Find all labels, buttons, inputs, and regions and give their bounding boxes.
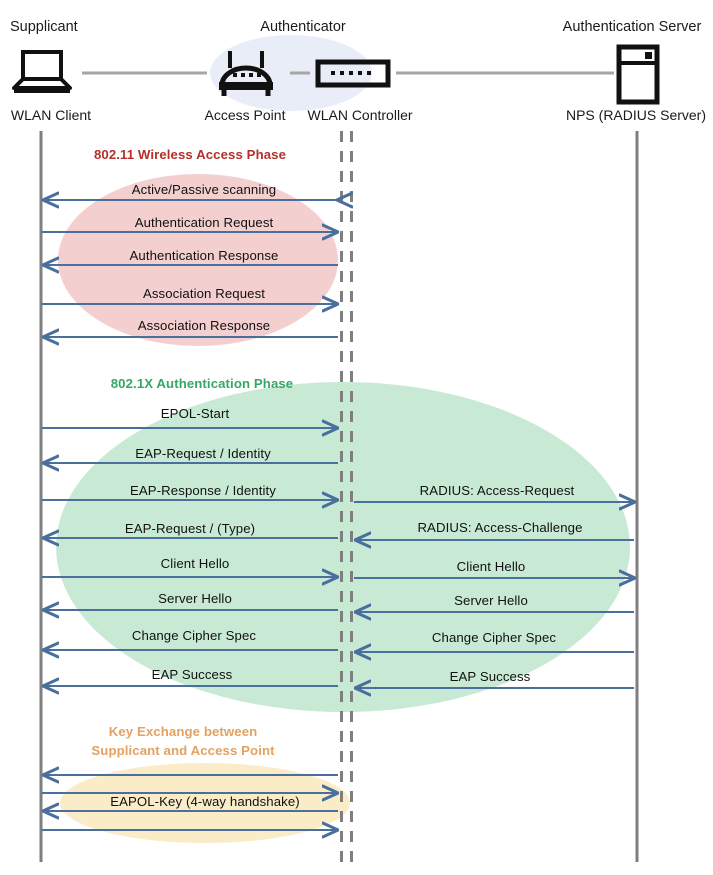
message-label-eap-success-left: EAP Success bbox=[151, 667, 233, 682]
actor-role-auth-server: Authentication Server bbox=[562, 19, 702, 35]
message-label-server-hello-left: Server Hello bbox=[158, 591, 232, 606]
actor-device-wlan-client: WLAN Client bbox=[10, 107, 92, 123]
server-rack-icon bbox=[616, 44, 660, 105]
message-label-radius-access-challenge: RADIUS: Access-Challenge bbox=[417, 520, 583, 535]
phase-80211-ellipse bbox=[58, 174, 338, 346]
phase-label-8021x: 802.1X Authentication Phase bbox=[110, 376, 294, 391]
phase-label-key-exchange: Key Exchange between Supplicant and Acce… bbox=[91, 722, 274, 760]
message-label-change-cipher-spec-left: Change Cipher Spec bbox=[131, 628, 257, 643]
message-label-change-cipher-spec-right: Change Cipher Spec bbox=[431, 630, 557, 645]
phase-label-key-exchange-line1: Key Exchange between bbox=[108, 724, 258, 739]
message-label-active-passive-scanning: Active/Passive scanning bbox=[131, 182, 277, 197]
message-label-server-hello-right: Server Hello bbox=[454, 593, 528, 608]
phase-label-key-exchange-line2: Supplicant and Access Point bbox=[91, 743, 275, 758]
actor-role-authenticator: Authenticator bbox=[260, 19, 346, 35]
message-label-eapol-start: EPOL-Start bbox=[160, 406, 230, 421]
message-label-eap-response-identity: EAP-Response / Identity bbox=[130, 483, 276, 498]
phase-label-80211: 802.11 Wireless Access Phase bbox=[93, 147, 287, 162]
message-label-eapol-key: EAPOL-Key (4-way handshake) bbox=[110, 794, 300, 809]
message-label-client-hello-right: Client Hello bbox=[456, 559, 526, 574]
laptop-icon bbox=[12, 50, 72, 93]
actor-device-wlan-controller: WLAN Controller bbox=[307, 107, 413, 123]
network-switch-icon bbox=[315, 59, 391, 88]
wireless-router-icon bbox=[219, 51, 273, 96]
actor-role-supplicant: Supplicant bbox=[10, 19, 78, 35]
message-label-eap-request-type: EAP-Request / (Type) bbox=[124, 521, 256, 536]
message-label-radius-access-request: RADIUS: Access-Request bbox=[419, 483, 575, 498]
message-label-client-hello-left: Client Hello bbox=[160, 556, 230, 571]
message-label-eap-success-right: EAP Success bbox=[449, 669, 531, 684]
phase-key-exchange-ellipse bbox=[60, 763, 350, 843]
message-label-association-request: Association Request bbox=[142, 286, 266, 301]
message-label-association-response: Association Response bbox=[137, 318, 271, 333]
message-label-authentication-response: Authentication Response bbox=[129, 248, 279, 263]
message-label-eap-request-identity: EAP-Request / Identity bbox=[135, 446, 271, 461]
phase-8021x-ellipse bbox=[56, 382, 630, 712]
message-label-authentication-request: Authentication Request bbox=[134, 215, 274, 230]
actor-device-nps: NPS (RADIUS Server) bbox=[565, 107, 707, 123]
actor-device-access-point: Access Point bbox=[204, 107, 286, 123]
